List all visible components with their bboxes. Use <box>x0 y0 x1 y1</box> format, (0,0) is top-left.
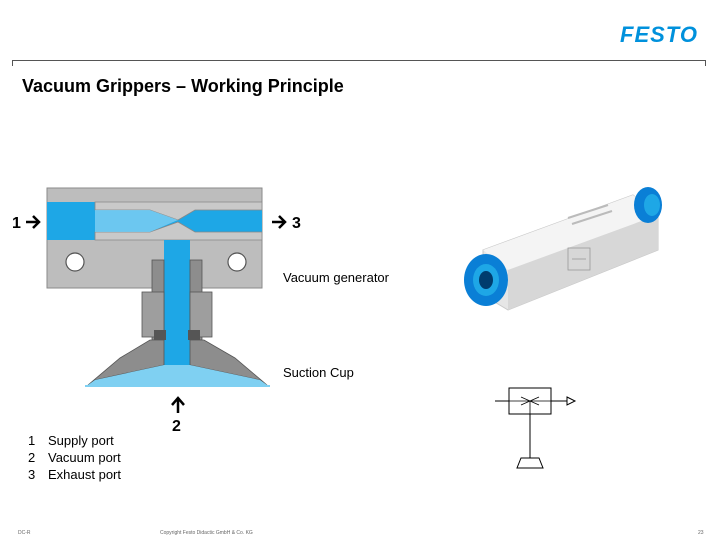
port-3-arrow <box>272 215 287 229</box>
legend-text: Supply port <box>48 433 114 448</box>
footer-left: DC-R <box>18 530 31 536</box>
footer-copyright: Copyright Festo Didactic GmbH & Co. KG <box>160 530 253 536</box>
seal-right <box>188 330 200 340</box>
slide-title: Vacuum Grippers – Working Principle <box>22 76 344 96</box>
port-3-label: 3 <box>292 215 301 232</box>
legend-text: Vacuum port <box>48 450 121 465</box>
port-1-arrow <box>26 215 41 229</box>
label-suction-cup: Suction Cup <box>283 365 354 380</box>
header-divider <box>12 60 706 61</box>
legend-item: 3 Exhaust port <box>28 466 121 483</box>
footer-page-number: 23 <box>698 530 704 536</box>
vacuum-generator-cross-section: 1 3 <box>12 187 301 387</box>
legend-item: 2 Vacuum port <box>28 449 121 466</box>
port-2-arrow: 2 <box>171 396 185 435</box>
suction-cup-vacuum <box>88 365 267 385</box>
festo-logo: FESTO <box>620 22 698 47</box>
jet-stream <box>95 210 178 232</box>
port-legend: 1 Supply port 2 Vacuum port 3 Exhaust po… <box>28 432 121 483</box>
port-1-label: 1 <box>12 215 21 232</box>
legend-number: 3 <box>28 467 36 482</box>
legend-text: Exhaust port <box>48 467 121 482</box>
mounting-hole-right <box>227 252 247 272</box>
mounting-hole-left <box>65 252 85 272</box>
vacuum-generator-product-image <box>464 187 662 311</box>
legend-item: 1 Supply port <box>28 432 121 449</box>
legend-number: 2 <box>28 450 36 465</box>
vacuum-generator-symbol <box>495 387 577 469</box>
nut-right <box>189 291 213 338</box>
header-divider-tick-right <box>705 60 706 66</box>
seal-left <box>154 330 166 340</box>
header-divider-tick-left <box>12 60 13 66</box>
label-vacuum-generator: Vacuum generator <box>283 270 389 285</box>
vacuum-channel <box>164 240 190 365</box>
legend-number: 1 <box>28 433 36 448</box>
port-2-label: 2 <box>172 418 181 435</box>
nut-left <box>141 291 165 338</box>
